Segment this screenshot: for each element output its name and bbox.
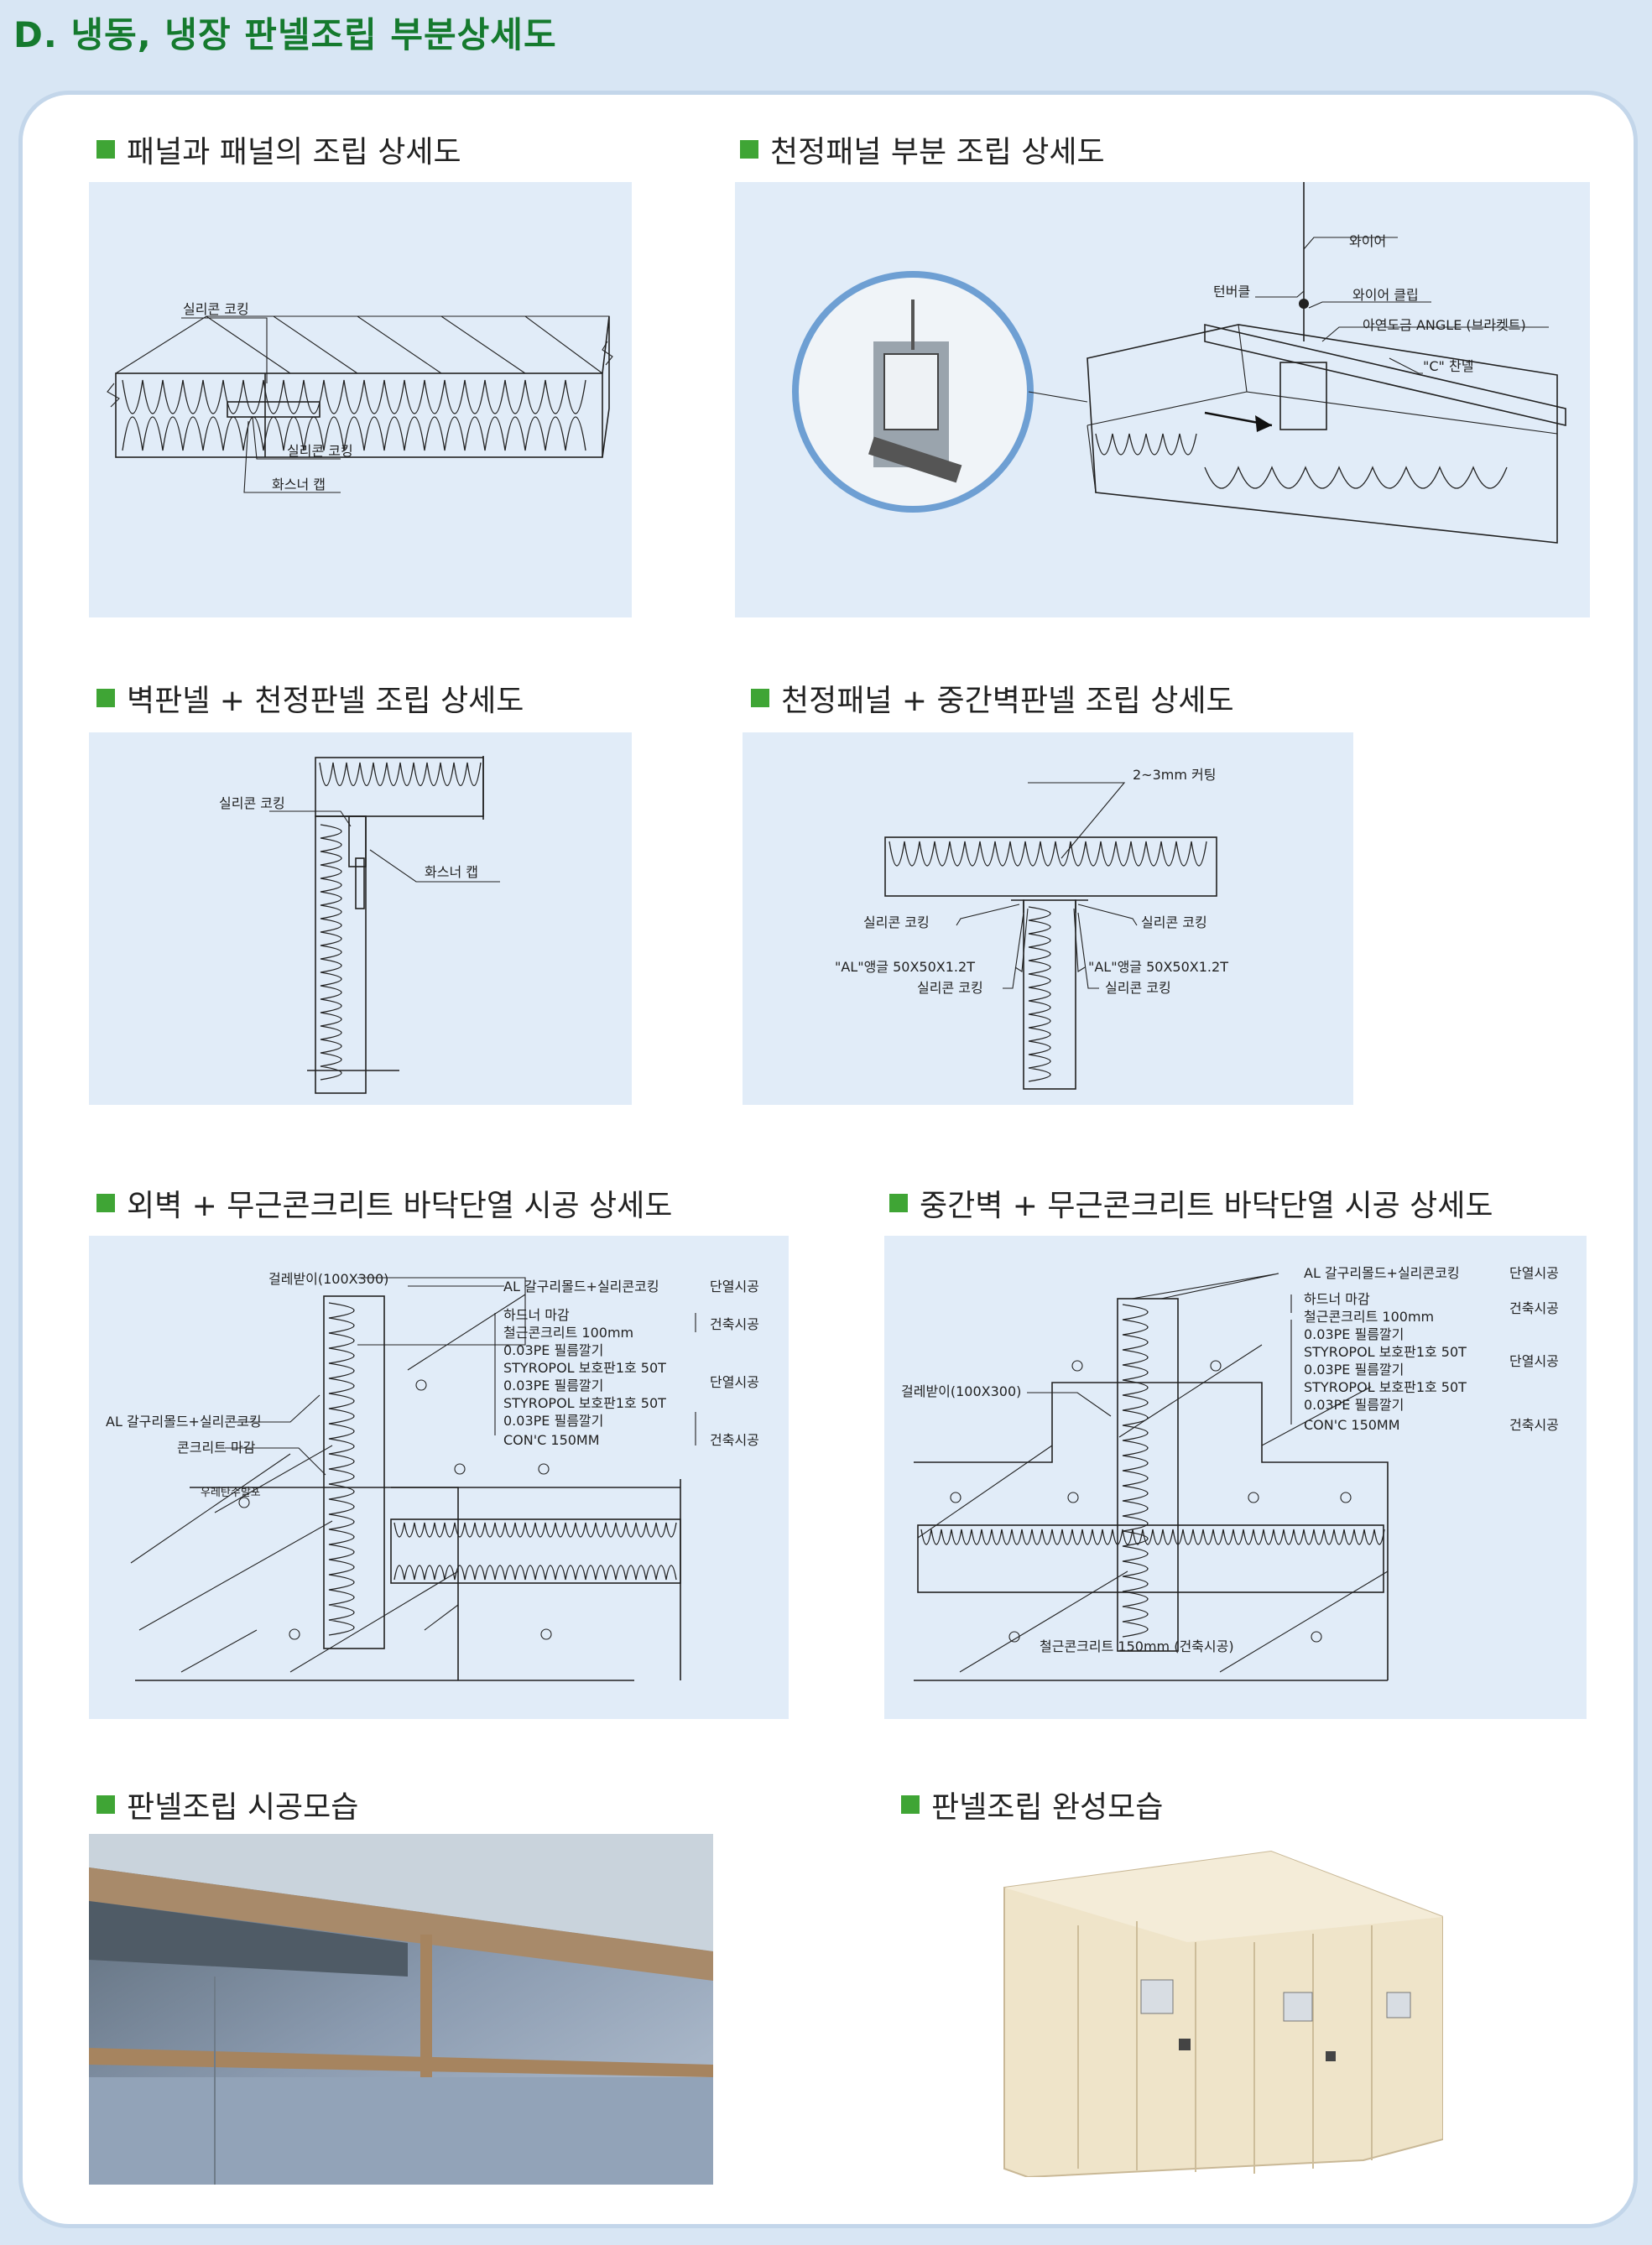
section-title-exterior-wall-floor: 외벽 + 무근콘크리트 바닥단열 시공 상세도 <box>96 1181 672 1225</box>
section-title-text: 패널과 패널의 조립 상세도 <box>127 135 461 169</box>
section-title-construction-photo: 판넬조립 시공모습 <box>96 1783 358 1826</box>
label-washer-cap: 화스너 캡 <box>425 864 478 880</box>
label-silicone: 실리콘 코킹 <box>219 795 285 811</box>
label-silicone-right: 실리콘 코킹 <box>1141 914 1207 930</box>
section-title-ceiling-panel: 천정패널 부분 조립 상세도 <box>740 128 1105 171</box>
photo-completed-panels <box>994 1841 1443 2177</box>
page-title: D. 냉동, 냉장 판넬조립 부분상세도 <box>13 14 557 55</box>
bullet-square-icon <box>96 689 115 707</box>
label-turnbuckle: 턴버클 <box>1213 284 1250 300</box>
bullet-square-icon <box>96 140 115 159</box>
label-building-work1: 건축시공 <box>1509 1300 1559 1316</box>
figure-wall-ceiling: 실리콘 코킹 화스너 캡 <box>89 732 632 1105</box>
label-pe2: 0.03PE 필름깔기 <box>1304 1362 1404 1378</box>
bullet-square-icon <box>751 689 769 707</box>
label-styro1: STYROPOL 보호판1호 50T <box>503 1360 666 1376</box>
label-rc100: 철근콘크리트 100mm <box>503 1325 633 1341</box>
label-al-angle-right: "AL"앵글 50X50X1.2T <box>1088 959 1228 975</box>
figure-midwall-floor: AL 갈구리몰드+실리콘코킹 단열시공 하드너 마감 철근콘크리트 100mm … <box>884 1236 1587 1719</box>
label-al-mold: AL 갈구리몰드+실리콘코킹 <box>1304 1265 1460 1281</box>
bullet-square-icon <box>96 1795 115 1814</box>
section-title-text: 벽판넬 + 천정판넬 조립 상세도 <box>127 684 524 718</box>
label-insulation-work2: 단열시공 <box>1509 1353 1559 1369</box>
label-cutting: 2~3mm 커팅 <box>1133 767 1216 783</box>
figure-ceiling-panel: 와이어 턴버클 와이어 클립 아연도금 ANGLE (브라켓트) "C" 찬넬 <box>735 182 1590 617</box>
label-c-channel: "C" 찬넬 <box>1423 358 1473 374</box>
section-title-panel-joint: 패널과 패널의 조립 상세도 <box>96 128 461 171</box>
label-rc100: 철근콘크리트 100mm <box>1304 1309 1434 1325</box>
section-title-text: 판넬조립 완성모습 <box>931 1790 1164 1825</box>
label-pe3: 0.03PE 필름깔기 <box>503 1413 603 1429</box>
label-silicone-right2: 실리콘 코킹 <box>1105 980 1171 996</box>
label-hardener: 하드너 마감 <box>1304 1291 1370 1307</box>
label-galvanized-angle: 아연도금 ANGLE (브라켓트) <box>1363 317 1526 333</box>
label-pe2: 0.03PE 필름깔기 <box>503 1378 603 1393</box>
label-insulation-work2: 단열시공 <box>710 1374 759 1390</box>
label-pe3: 0.03PE 필름깔기 <box>1304 1397 1404 1413</box>
label-conc150: CON'C 150MM <box>1304 1417 1400 1433</box>
label-styro1: STYROPOL 보호판1호 50T <box>1304 1344 1467 1360</box>
label-concrete-finish: 콘크리트 마감 <box>177 1440 256 1456</box>
label-baseboard: 걸레받이(100X300) <box>901 1383 1021 1399</box>
label-silicone-top: 실리콘 코킹 <box>183 301 249 317</box>
label-silicone-left: 실리콘 코킹 <box>863 914 930 930</box>
label-wire-clip: 와이어 클립 <box>1352 287 1419 303</box>
section-title-text: 천정패널 + 중간벽판넬 조립 상세도 <box>781 684 1234 718</box>
bullet-square-icon <box>889 1194 908 1212</box>
label-insulation-work: 단열시공 <box>710 1279 759 1294</box>
section-title-midwall-floor: 중간벽 + 무근콘크리트 바닥단열 시공 상세도 <box>889 1181 1493 1225</box>
label-insulation-work: 단열시공 <box>1509 1265 1559 1281</box>
bullet-square-icon <box>901 1795 920 1814</box>
section-title-text: 천정패널 부분 조립 상세도 <box>770 135 1105 169</box>
label-silicone-left2: 실리콘 코킹 <box>917 980 983 996</box>
figure-panel-joint: 실리콘 코킹 실리콘 코킹 화스너 캡 <box>89 182 632 617</box>
label-styro2: STYROPOL 보호판1호 50T <box>503 1395 666 1411</box>
label-styro2: STYROPOL 보호판1호 50T <box>1304 1379 1467 1395</box>
bullet-square-icon <box>740 140 758 159</box>
label-building-work2: 건축시공 <box>710 1432 759 1448</box>
label-hardener: 하드너 마감 <box>503 1307 570 1323</box>
label-pe1: 0.03PE 필름깔기 <box>503 1342 603 1358</box>
section-title-completed-photo: 판넬조립 완성모습 <box>901 1783 1163 1826</box>
bullet-square-icon <box>96 1194 115 1212</box>
label-al-mold: AL 갈구리몰드+실리콘코킹 <box>503 1279 659 1294</box>
label-silicone-mid: 실리콘 코킹 <box>287 443 353 459</box>
label-building-work1: 건축시공 <box>710 1316 759 1332</box>
label-washer-cap: 화스너 캡 <box>272 477 326 492</box>
section-title-text: 외벽 + 무근콘크리트 바닥단열 시공 상세도 <box>127 1189 673 1223</box>
label-al-angle-left: "AL"앵글 50X50X1.2T <box>835 959 975 975</box>
label-urethane: 우레탄수발포 <box>201 1487 261 1499</box>
figure-ceiling-midwall: 2~3mm 커팅 실리콘 코킹 실리콘 코킹 "AL"앵글 50X50X1.2T… <box>743 732 1353 1105</box>
label-conc150: CON'C 150MM <box>503 1432 600 1448</box>
section-title-ceiling-midwall: 천정패널 + 중간벽판넬 조립 상세도 <box>751 676 1234 720</box>
label-rc150: 철근콘크리트 150mm (건축시공) <box>1040 1638 1234 1654</box>
section-title-wall-ceiling: 벽판넬 + 천정판넬 조립 상세도 <box>96 676 524 720</box>
label-building-work2: 건축시공 <box>1509 1417 1559 1433</box>
label-baseboard: 걸레받이(100X300) <box>268 1271 388 1287</box>
label-pe1: 0.03PE 필름깔기 <box>1304 1326 1404 1342</box>
photo-panel-installation <box>89 1834 713 2185</box>
section-title-text: 중간벽 + 무근콘크리트 바닥단열 시공 상세도 <box>920 1189 1493 1223</box>
label-al-mold-left: AL 갈구리몰드+실리콘코킹 <box>106 1414 262 1430</box>
section-title-text: 판넬조립 시공모습 <box>127 1790 359 1825</box>
label-wire: 와이어 <box>1349 233 1386 249</box>
figure-exterior-wall-floor: 걸레받이(100X300) AL 갈구리몰드+실리콘코킹 단열시공 하드너 마감… <box>89 1236 789 1719</box>
